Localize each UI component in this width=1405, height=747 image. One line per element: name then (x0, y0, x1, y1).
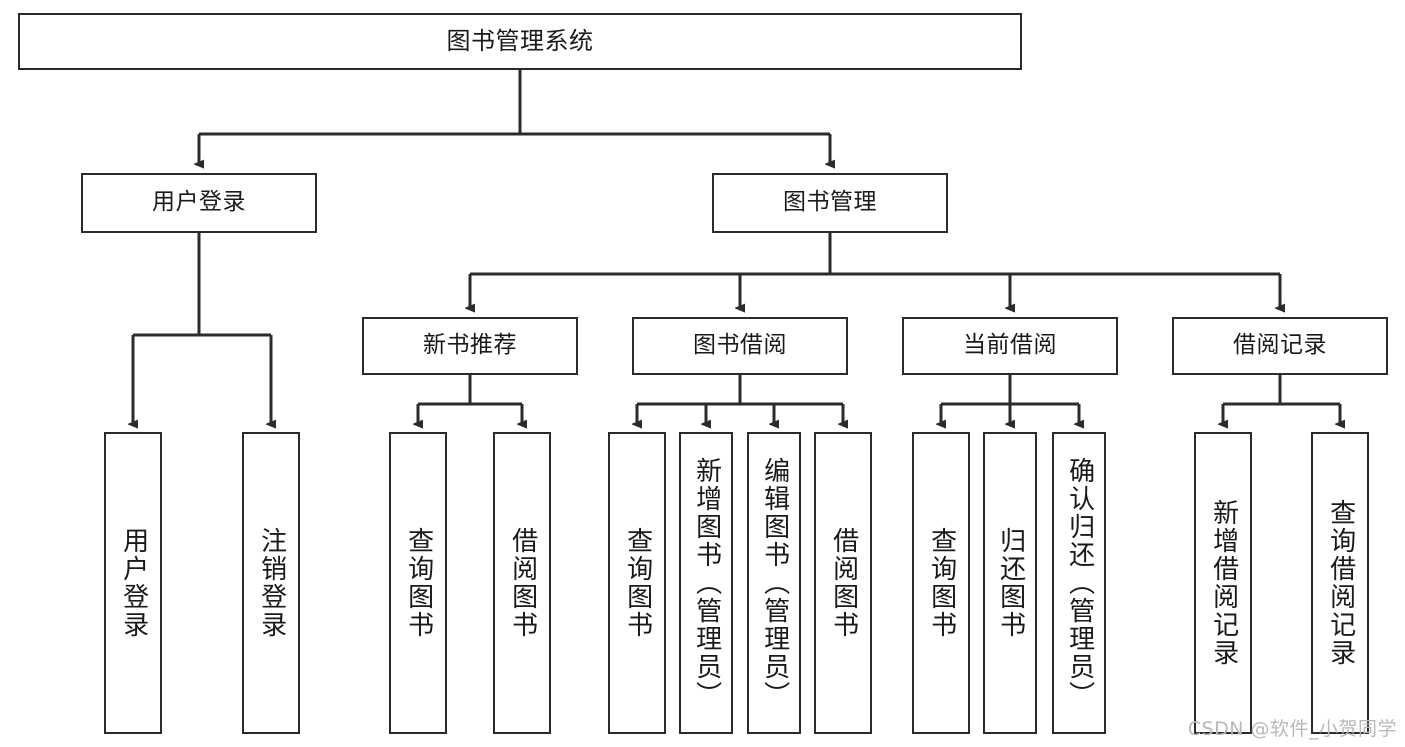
node-label: 归还图书 (995, 527, 1026, 639)
node-current-borrow[interactable]: 当前借阅 (902, 317, 1118, 375)
node-label: 用户登录 (152, 189, 246, 216)
node-label: 图书管理系统 (446, 27, 594, 56)
node-new-book-recommend[interactable]: 新书推荐 (362, 317, 578, 375)
node-label: 查询图书 (926, 527, 957, 639)
leaf-borrow-book[interactable]: 借阅图书 (814, 432, 872, 734)
node-label: 用户登录 (118, 527, 149, 639)
leaf-query-book-recommend[interactable]: 查询图书 (389, 432, 447, 734)
leaf-query-book-current[interactable]: 查询图书 (912, 432, 970, 734)
node-root-system[interactable]: 图书管理系统 (18, 13, 1022, 70)
node-label: 借阅图书 (828, 527, 859, 639)
leaf-add-book[interactable]: 新增图书（管理员） (679, 432, 733, 734)
leaf-user-logout[interactable]: 注销登录 (242, 432, 300, 734)
node-label: 确认归还（管理员） (1064, 457, 1095, 709)
leaf-return-book[interactable]: 归还图书 (983, 432, 1037, 734)
leaf-confirm-return[interactable]: 确认归还（管理员） (1052, 432, 1106, 734)
node-label: 借阅记录 (1233, 332, 1327, 359)
node-label: 新增图书（管理员） (691, 457, 722, 709)
csdn-watermark: CSDN @软件_小贺同学 (1187, 718, 1397, 740)
node-book-borrow[interactable]: 图书借阅 (632, 317, 848, 375)
leaf-edit-book[interactable]: 编辑图书（管理员） (747, 432, 801, 734)
node-label: 新增借阅记录 (1208, 499, 1239, 667)
node-label: 编辑图书（管理员） (759, 457, 790, 709)
leaf-borrow-book-recommend[interactable]: 借阅图书 (493, 432, 551, 734)
leaf-query-book-borrow[interactable]: 查询图书 (608, 432, 666, 734)
node-label: 借阅图书 (507, 527, 538, 639)
leaf-query-borrow-record[interactable]: 查询借阅记录 (1311, 432, 1369, 734)
node-label: 注销登录 (256, 527, 287, 639)
node-label: 查询图书 (403, 527, 434, 639)
node-label: 图书借阅 (693, 332, 787, 359)
node-borrow-record[interactable]: 借阅记录 (1172, 317, 1388, 375)
node-book-manage[interactable]: 图书管理 (712, 173, 948, 233)
node-label: 查询借阅记录 (1325, 499, 1356, 667)
node-user-login[interactable]: 用户登录 (81, 173, 317, 233)
leaf-user-login[interactable]: 用户登录 (104, 432, 162, 734)
node-label: 查询图书 (622, 527, 653, 639)
leaf-add-borrow-record[interactable]: 新增借阅记录 (1194, 432, 1252, 734)
node-label: 图书管理 (783, 189, 877, 216)
node-label: 当前借阅 (963, 332, 1057, 359)
node-label: 新书推荐 (423, 332, 517, 359)
